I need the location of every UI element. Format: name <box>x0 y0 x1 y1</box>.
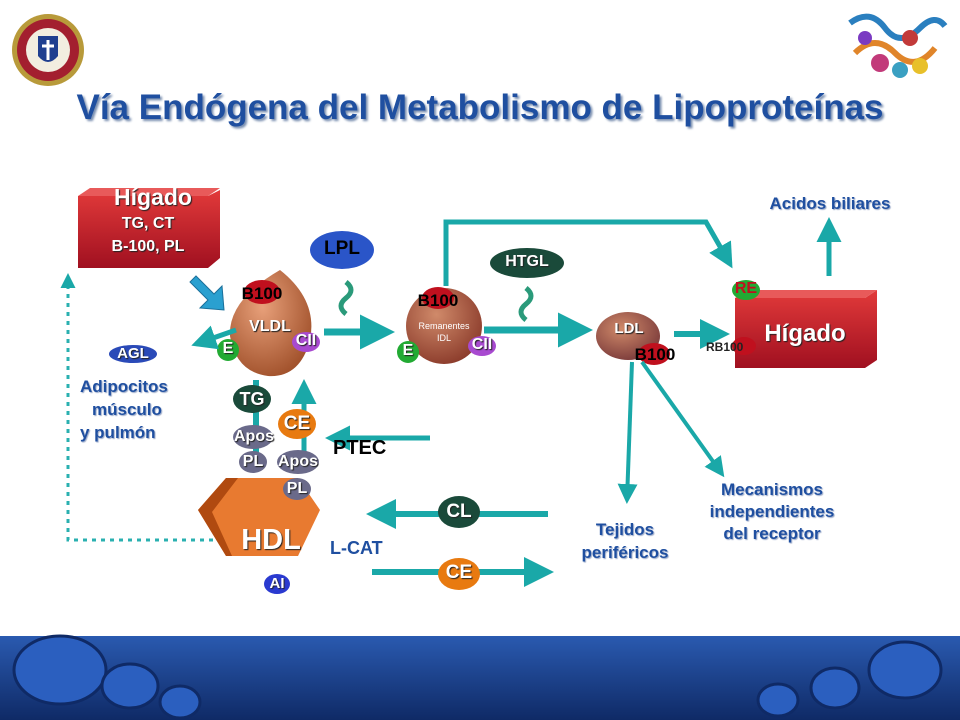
cl-label: CL <box>446 501 472 522</box>
apos-label-2: Apos <box>278 453 318 470</box>
adipocytes-line2: músculo <box>92 400 162 419</box>
idl-b100-label: B100 <box>417 291 459 310</box>
idl-e-label: E <box>402 342 414 359</box>
ptec-label: PTEC <box>333 437 387 459</box>
lpl-label: LPL <box>324 238 360 259</box>
apos-label-1: Apos <box>234 428 274 445</box>
adipocytes-line1: Adipocitos <box>80 377 168 396</box>
idl-cii-label: CII <box>471 336 493 353</box>
ce-top-label: CE <box>283 413 311 434</box>
ldl-b100-label: B100 <box>634 345 676 364</box>
page-title: Vía Endógena del Metabolismo de Lipoprot… <box>76 88 884 127</box>
liver-target-title: Hígado <box>764 320 846 347</box>
tg-label: TG <box>239 389 265 409</box>
pl-label-2: PL <box>286 480 308 497</box>
pl-label-1: PL <box>242 453 264 470</box>
ldl-label: LDL <box>614 320 644 337</box>
liver-source-line2: B-100, PL <box>111 238 185 255</box>
agl-label: AGL <box>117 345 149 362</box>
htgl-label: HTGL <box>505 253 549 270</box>
hdl-label: HDL <box>241 524 301 556</box>
molecule-logo <box>848 13 948 78</box>
tejidos-line1: Tejidos <box>595 520 655 539</box>
idl-label-line1: Remanentes <box>418 321 470 331</box>
acidos-biliares-label: Acidos biliares <box>769 194 891 213</box>
tejidos-line2: periféricos <box>581 543 669 562</box>
idl-label-line2: IDL <box>436 333 451 343</box>
liver-source-line1: TG, CT <box>121 215 175 232</box>
vldl-label: VLDL <box>249 318 291 335</box>
receptor-b100-label: RB100 <box>706 340 744 354</box>
vldl-e-label: E <box>222 340 234 357</box>
liver-source-title: Hígado <box>114 184 192 210</box>
mecanismos-line2: independientes <box>709 502 835 521</box>
vldl-b100-label: B100 <box>241 284 283 303</box>
mecanismos-line3: del receptor <box>723 524 821 543</box>
adipocytes-line3: y pulmón <box>80 423 156 442</box>
university-seal-logo <box>12 14 84 86</box>
mecanismos-line1: Mecanismos <box>720 480 824 499</box>
ce-bottom-label: CE <box>445 562 473 583</box>
vldl-cii-label: CII <box>295 332 317 349</box>
lcat-label: L-CAT <box>330 538 383 558</box>
hdl-ai-label: AI <box>269 575 285 592</box>
receptor-e-label: RE <box>734 280 758 297</box>
